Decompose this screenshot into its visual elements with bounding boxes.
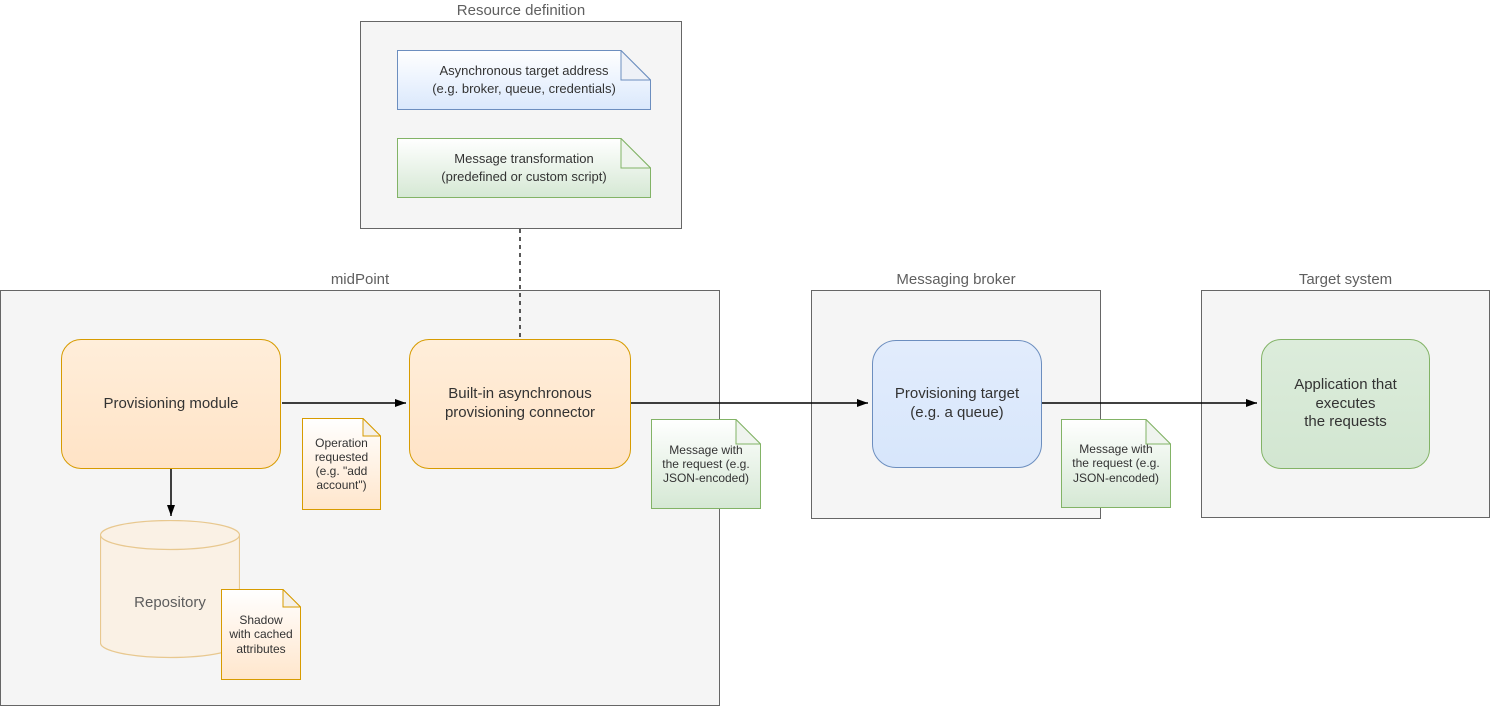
note-shape [302, 418, 381, 510]
repository-cylinder: Repository [100, 520, 240, 660]
async-connector-node: Built-in asynchronous provisioning conne… [409, 339, 631, 469]
note-shape [651, 419, 761, 509]
repository-label: Repository [134, 593, 206, 611]
provisioning-module-node: Provisioning module [61, 339, 281, 469]
cylinder-shape [100, 520, 240, 659]
note-label: Message with the request (e.g. JSON-enco… [662, 442, 750, 486]
folded-corner-icon [620, 50, 651, 81]
note-label: Message with the request (e.g. JSON-enco… [1072, 442, 1160, 485]
note-shape [397, 138, 651, 198]
note-label: Shadow with cached attributes [229, 613, 293, 656]
note-message-request-2: Message with the request (e.g. JSON-enco… [1061, 419, 1171, 508]
provisioning-target-node: Provisioning target (e.g. a queue) [872, 340, 1042, 468]
resource-definition-title: Resource definition [456, 2, 586, 19]
note-label: Operation requested (e.g. "add account") [314, 435, 369, 493]
target-system-title: Target system [1298, 271, 1393, 288]
midpoint-title: midPoint [330, 271, 390, 288]
note-shape [221, 589, 301, 680]
note-message-request-1: Message with the request (e.g. JSON-enco… [651, 419, 761, 509]
note-operation-requested: Operation requested (e.g. "add account") [302, 418, 381, 510]
folded-corner-icon [1145, 419, 1171, 445]
application-node: Application that executes the requests [1261, 339, 1430, 469]
note-label: Message transformation (predefined or cu… [441, 151, 607, 184]
folded-corner-icon [282, 589, 301, 608]
folded-corner-icon [735, 419, 761, 445]
note-shape [397, 50, 651, 110]
folded-corner-icon [620, 138, 651, 169]
messaging-broker-title: Messaging broker [896, 271, 1016, 288]
note-label: Asynchronous target address (e.g. broker… [432, 63, 616, 96]
note-shape [1061, 419, 1171, 508]
note-async-target-address: Asynchronous target address (e.g. broker… [397, 50, 651, 110]
note-shadow: Shadow with cached attributes [221, 589, 301, 680]
folded-corner-icon [362, 418, 381, 437]
note-message-transformation: Message transformation (predefined or cu… [397, 138, 651, 198]
